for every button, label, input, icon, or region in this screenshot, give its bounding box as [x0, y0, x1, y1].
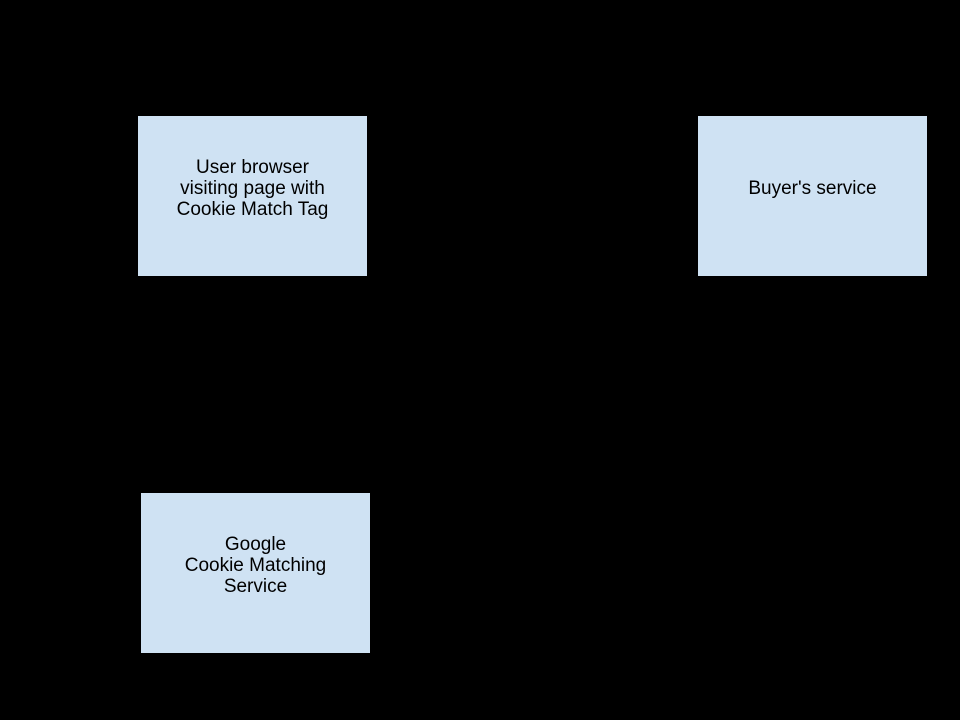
- node-label-line: Service: [223, 575, 288, 597]
- node-label-line: User browser: [196, 156, 309, 178]
- node-label-line: Cookie Matching: [184, 554, 327, 576]
- node-label-line: Google: [224, 533, 287, 555]
- node-google-cms-label: Google Cookie Matching Service: [185, 534, 327, 597]
- node-buyers-service-label: Buyer's service: [748, 178, 876, 199]
- node-label-line: Buyer's service: [748, 177, 877, 199]
- node-label-line: visiting page with: [180, 177, 325, 199]
- node-google-cookie-matching-service: Google Cookie Matching Service: [140, 492, 371, 654]
- node-label-line: Cookie Match Tag: [176, 198, 329, 220]
- node-buyers-service: Buyer's service: [697, 115, 928, 277]
- node-user-browser: User browser visiting page with Cookie M…: [137, 115, 368, 277]
- node-user-browser-label: User browser visiting page with Cookie M…: [177, 157, 329, 220]
